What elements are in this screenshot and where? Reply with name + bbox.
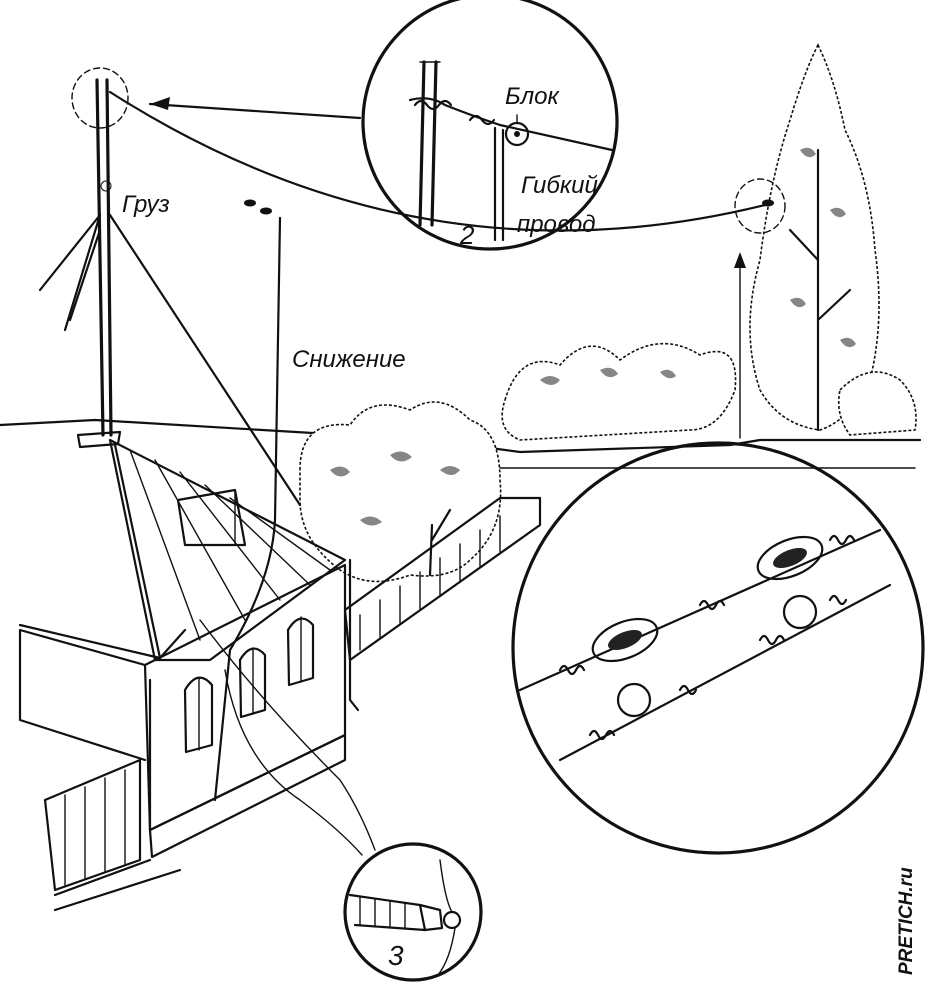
label-pulley: Блок [505,83,561,110]
horizon-lines [0,418,922,469]
label-flex-wire-line2: провод [517,211,596,238]
label-weight: Груз [122,191,170,218]
inset-1-insulator-detail [511,441,925,855]
insulator-left-2 [260,207,272,215]
inset-2-number: 2 [459,220,475,250]
weight-marker [100,180,112,192]
tall-poplar-tree [749,43,917,436]
tree-attachment-highlight [734,178,786,234]
label-flex-wire-line1: Гибкий [521,172,598,199]
inset-2-pulley-detail [361,0,619,251]
antenna-wire [108,90,786,439]
watermark: PRETICH.ru [896,867,917,975]
insulator-right [762,199,774,207]
pulley-wheel [504,121,530,147]
insulator-left [244,199,256,207]
mast-top-highlight [71,67,129,129]
tree-cluster-center [299,401,502,583]
antenna-mast [18,67,302,660]
inset-3-cable-end-detail [343,842,483,982]
house [18,438,360,859]
inset-3-number: 3 [388,940,404,971]
down-lead [199,216,376,856]
gate [43,758,182,912]
tree-cluster-middle [501,342,737,441]
label-downlead: Снижение [292,346,406,373]
